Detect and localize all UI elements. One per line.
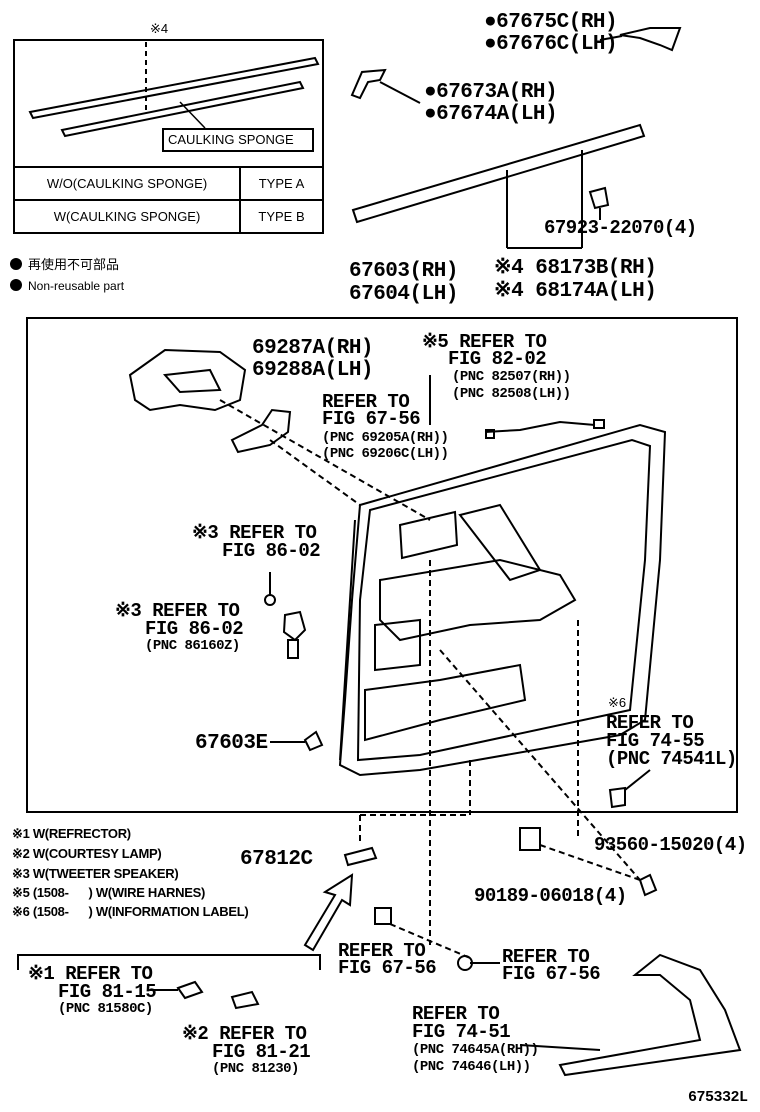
non-reusable-dot-icon: [10, 279, 22, 291]
top-parts-art: [350, 27, 682, 249]
inset-box: [13, 39, 324, 234]
part-67604[interactable]: 67604(LH): [349, 283, 458, 306]
part-67674a[interactable]: ●67674A(LH): [424, 103, 558, 126]
ref-6-fig[interactable]: FIG 74-55: [606, 730, 705, 752]
part-93560[interactable]: 93560-15020(4): [594, 834, 747, 856]
ref-6-mark: ※6: [608, 695, 627, 710]
inset-mark: ※4: [150, 21, 169, 36]
part-67676c[interactable]: ●67676C(LH): [484, 33, 618, 56]
part-69287a[interactable]: 69287A(RH): [252, 337, 374, 360]
note-3: ※3 W(TWEETER SPEAKER): [12, 866, 179, 881]
part-67675c[interactable]: ●67675C(RH): [484, 11, 618, 34]
ref-2-pnc: (PNC 81230): [212, 1061, 299, 1077]
ref-1-pnc: (PNC 81580C): [58, 1001, 153, 1017]
ref-1-title: ※1 REFER TO: [28, 963, 153, 985]
table-row-condition: W(CAULKING SPONGE): [53, 209, 201, 224]
ref-2-title: ※2 REFER TO: [182, 1023, 307, 1045]
speaker-and-clips-art: [264, 560, 658, 971]
ref-3b-pnc: (PNC 86160Z): [145, 638, 240, 654]
ref-67-56-pnc-lh: (PNC 69206C(LH)): [322, 446, 449, 462]
ref-67-56b-fig[interactable]: FIG 67-56: [338, 957, 437, 979]
table-row-condition: W/O(CAULKING SPONGE): [46, 176, 208, 191]
part-67673a[interactable]: ●67673A(RH): [424, 81, 558, 104]
non-reusable-dot-icon: [10, 258, 22, 270]
ref-67-56-pnc-rh: (PNC 69205A(RH)): [322, 430, 449, 446]
ref-5-title: ※5 REFER TO: [422, 331, 547, 353]
ref-5-fig[interactable]: FIG 82-02: [448, 348, 547, 370]
note-5: ※5 (1508- ) W(WIRE HARNES): [12, 885, 206, 900]
caulking-sponge-callout: CAULKING SPONGE: [168, 132, 294, 147]
part-67603e[interactable]: 67603E: [195, 732, 268, 755]
assembly-frame: [26, 317, 738, 813]
part-69288a[interactable]: 69288A(LH): [252, 359, 374, 382]
part-67603[interactable]: 67603(RH): [349, 260, 458, 283]
ref-74-51-pnc-lh: (PNC 74646(LH)): [412, 1059, 531, 1075]
legend-jp-text: 再使用不可部品: [28, 257, 120, 272]
inner-handle-art: [128, 348, 605, 521]
ref-3a-fig[interactable]: FIG 86-02: [222, 540, 321, 562]
ref-3b-title: ※3 REFER TO: [115, 600, 240, 622]
figure-id: 675332L: [688, 1089, 748, 1106]
ref-2-fig[interactable]: FIG 81-21: [212, 1041, 311, 1063]
note-1: ※1 W(REFRECTOR): [12, 826, 131, 841]
ref-67-56c-title: REFER TO: [502, 946, 590, 968]
part-67812c[interactable]: 67812C: [240, 848, 313, 871]
legend-en-text: Non-reusable part: [28, 279, 125, 293]
ref-67-56b-title: REFER TO: [338, 940, 426, 962]
ref-1-fig[interactable]: FIG 81-15: [58, 981, 157, 1003]
ref-74-51-fig[interactable]: FIG 74-51: [412, 1021, 511, 1043]
door-trim-panel-art: [338, 423, 667, 777]
ref-67-56-fig[interactable]: FIG 67-56: [322, 408, 421, 430]
ref-74-51-pnc-rh: (PNC 74645A(RH)): [412, 1042, 539, 1058]
ref-6-title: REFER TO: [606, 712, 694, 734]
part-68173b[interactable]: ※4 68173B(RH): [494, 257, 657, 280]
note-6: ※6 (1508- ) W(INFORMATION LABEL): [12, 904, 249, 919]
table-row-type: TYPE B: [258, 209, 305, 224]
part-68174a[interactable]: ※4 68174A(LH): [494, 280, 657, 303]
part-90189[interactable]: 90189-06018(4): [474, 885, 627, 907]
ref-3b-fig[interactable]: FIG 86-02: [145, 618, 244, 640]
legend-jp: 再使用不可部品: [10, 258, 119, 271]
ref-67-56-title: REFER TO: [322, 391, 410, 413]
ref-5-pnc-lh: (PNC 82508(LH)): [452, 386, 571, 402]
part-67923[interactable]: 67923-22070(4): [544, 217, 697, 239]
ref-74-51-title: REFER TO: [412, 1003, 500, 1025]
armrest-bezel-art: [519, 953, 742, 1077]
legend-en: Non-reusable part: [10, 279, 124, 292]
arrow-icon: [303, 873, 354, 952]
table-row-type: TYPE A: [258, 176, 305, 191]
ref-3a-title: ※3 REFER TO: [192, 522, 317, 544]
ref-5-pnc-rh: (PNC 82507(RH)): [452, 369, 571, 385]
lamp-parts-art: [17, 954, 321, 1010]
note-2: ※2 W(COURTESY LAMP): [12, 846, 162, 861]
ref-67-56c-fig[interactable]: FIG 67-56: [502, 963, 601, 985]
ref-6-pnc: (PNC 74541L): [606, 748, 737, 770]
